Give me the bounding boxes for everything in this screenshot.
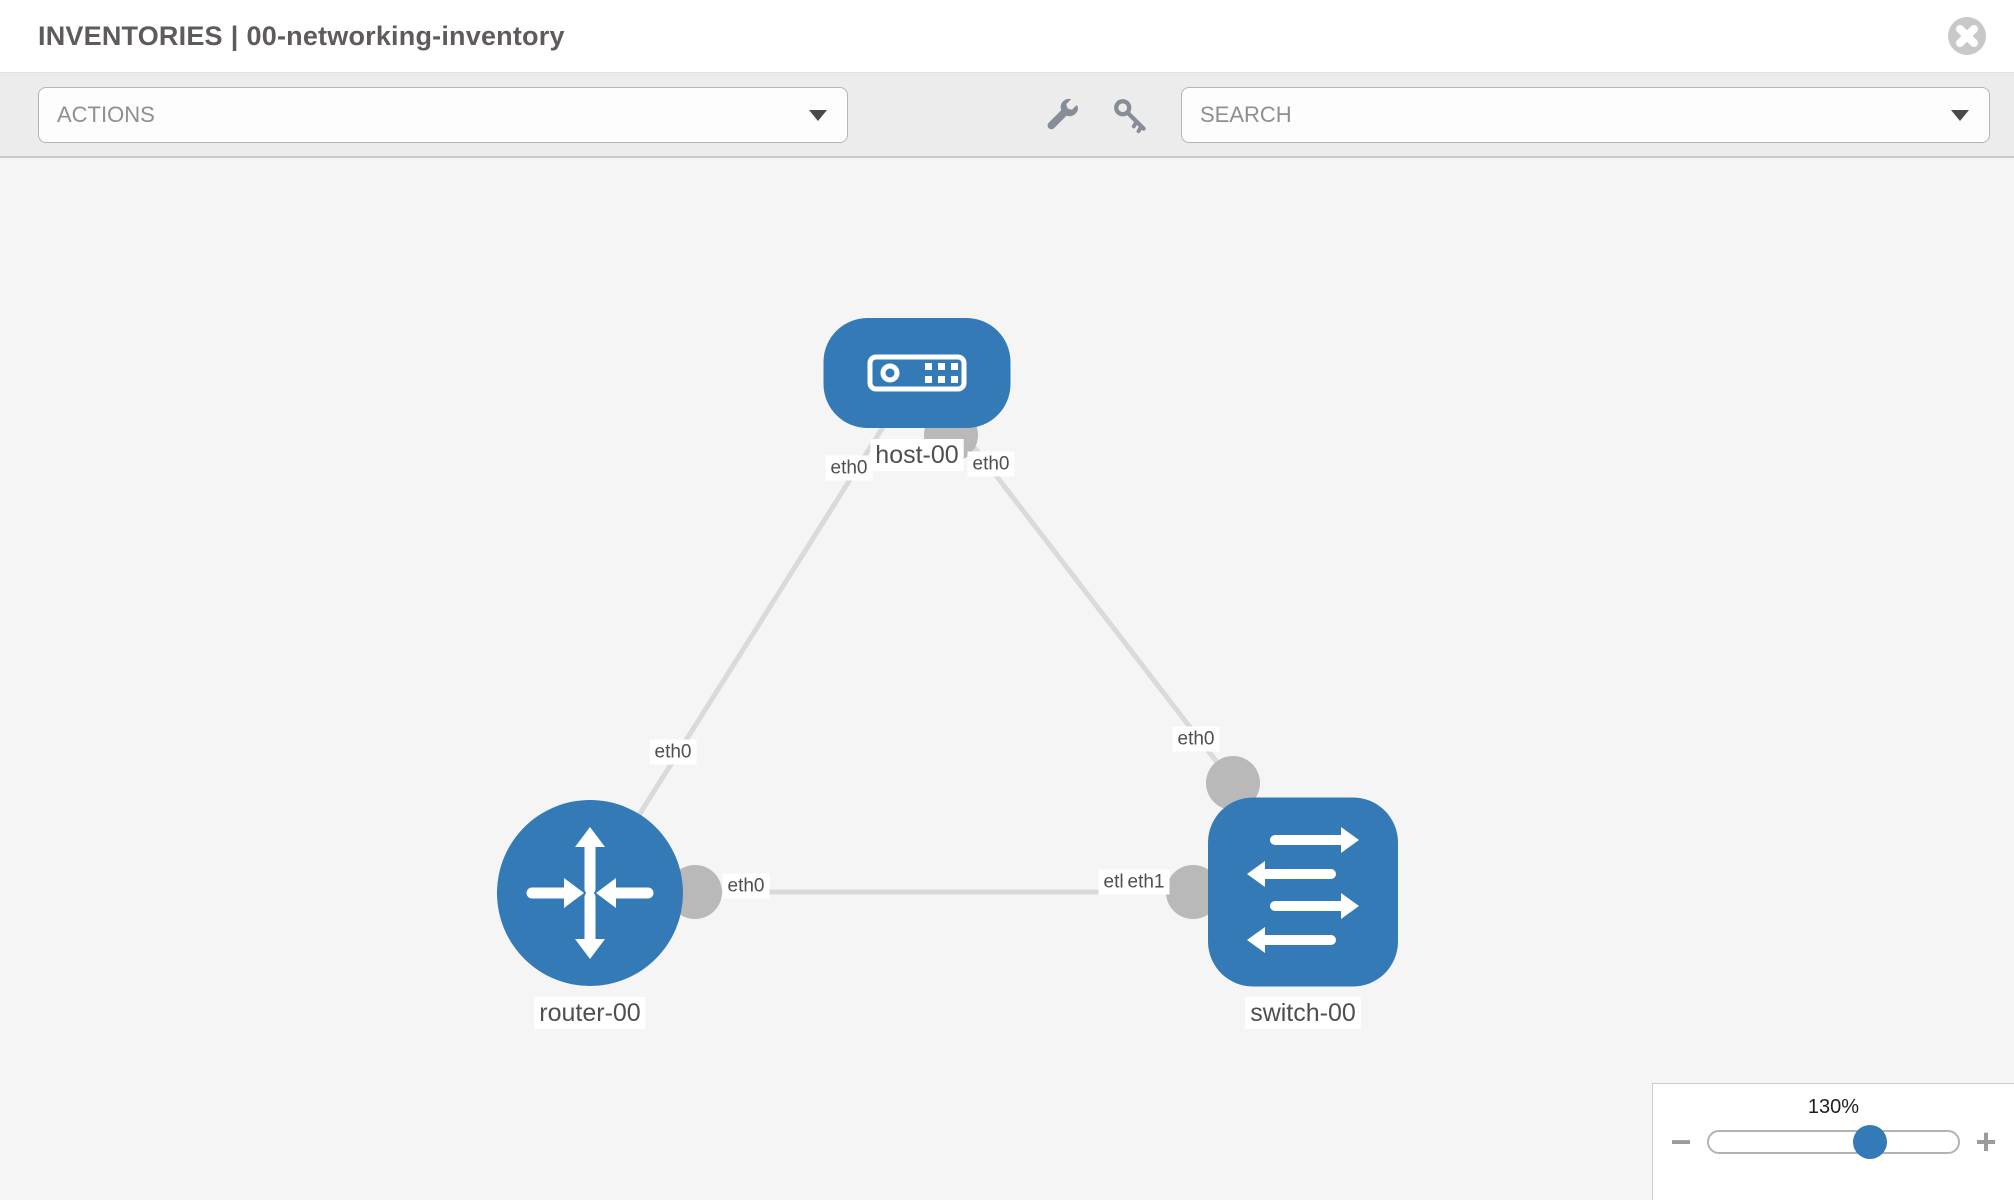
node-switch-00[interactable] (1208, 797, 1398, 987)
switch-arrows-icon (1247, 827, 1359, 953)
actions-dropdown[interactable]: ACTIONS (38, 86, 848, 143)
node-label-switch-00: switch-00 (1250, 999, 1356, 1027)
header: INVENTORIES|00-networking-inventory (0, 0, 2014, 73)
node-router-00[interactable] (497, 800, 683, 986)
page-title-divider: | (230, 20, 239, 51)
zoom-in-button[interactable]: + (1975, 1121, 1997, 1162)
zoom-slider-handle[interactable] (1852, 1125, 1887, 1159)
zoom-out-button[interactable]: − (1670, 1121, 1692, 1162)
server-icon (867, 354, 967, 392)
chevron-down-icon (809, 109, 827, 121)
interface-connector[interactable] (1206, 756, 1260, 810)
node-host-00[interactable] (823, 318, 1011, 428)
search-placeholder: SEARCH (1200, 101, 1292, 127)
node-label-host-00: host-00 (875, 441, 958, 469)
interface-connector[interactable] (1166, 865, 1220, 919)
circle-x-icon (1948, 17, 1986, 55)
node-label-router-00: router-00 (539, 999, 640, 1027)
key-icon[interactable] (1111, 96, 1149, 134)
toolbar: ACTIONS SEARCH (0, 73, 2014, 158)
interface-label: eth1 (1128, 872, 1165, 893)
interface-label: eth0 (831, 458, 868, 479)
interface-label: eth0 (728, 876, 765, 897)
toolbar-icons (1043, 96, 1149, 134)
zoom-panel: 130% − + (1652, 1083, 2014, 1200)
interface-label: eth0 (1178, 729, 1215, 750)
interface-label: eth0 (655, 742, 692, 763)
search-dropdown[interactable]: SEARCH (1181, 86, 1990, 143)
actions-dropdown-label: ACTIONS (57, 101, 155, 127)
wrench-icon[interactable] (1043, 96, 1081, 134)
interface-label: eth0 (973, 454, 1010, 475)
page-title: INVENTORIES|00-networking-inventory (38, 21, 565, 52)
zoom-slider-track[interactable] (1707, 1125, 1960, 1159)
page-title-section: INVENTORIES (38, 20, 223, 51)
close-button[interactable] (1946, 15, 1988, 57)
page-title-inventory-name: 00-networking-inventory (246, 20, 565, 51)
zoom-percentage: 130% (1807, 1096, 1860, 1118)
router-arrows-icon (526, 827, 654, 959)
chevron-down-icon (1951, 109, 1969, 121)
